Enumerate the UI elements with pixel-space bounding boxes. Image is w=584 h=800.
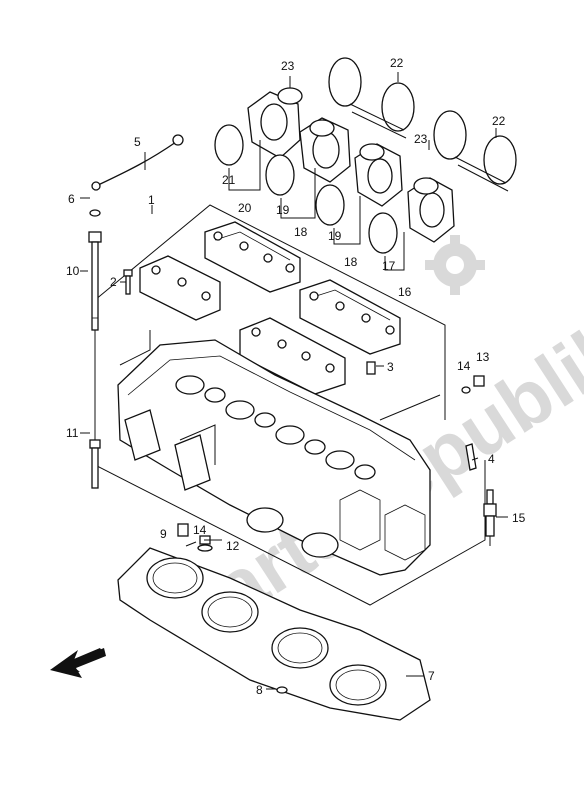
callout-5: 5 [134,135,141,149]
callout-11: 11 [66,426,79,440]
intake-holder-right [354,143,455,243]
callout-labels: 5 6 1 10 2 3 14 13 4 11 15 9 14 12 7 8 2… [66,56,526,697]
cam-holder-bolt [123,269,133,295]
callout-22-right: 22 [492,114,506,128]
callout-2: 2 [110,275,117,289]
cylinder-head-body [117,339,431,576]
callout-15: 15 [512,511,526,525]
camshaft-holder [204,221,401,395]
long-bolt [88,231,102,331]
clamp-right [433,110,517,192]
spark-plug [483,489,497,546]
dowel [177,523,189,537]
callout-10: 10 [66,264,80,278]
union-bolt [197,535,213,552]
callout-6: 6 [68,192,75,206]
callout-1: 1 [148,193,155,207]
callout-3: 3 [387,360,394,374]
callout-leaders [80,72,508,690]
arrow-down-left-icon [50,648,106,678]
plug [461,375,485,394]
callout-9: 9 [160,527,167,541]
callout-23-top: 23 [281,59,295,73]
callout-19-right: 19 [328,229,342,243]
callout-20: 20 [238,201,252,215]
callout-14-right: 14 [457,359,471,373]
callout-18-left: 18 [294,225,308,239]
clamp-left [328,57,415,139]
gear-icon [425,235,485,295]
head-gasket [117,547,431,721]
dowel-pin [366,361,376,375]
callout-4: 4 [488,452,495,466]
breather-hose [91,134,184,191]
cam-end-holder [139,255,221,321]
intake-holder-left [247,87,351,183]
callout-13: 13 [476,350,490,364]
callout-8: 8 [256,683,263,697]
callout-22-left: 22 [390,56,404,70]
callout-16: 16 [398,285,412,299]
o-rings [214,124,398,254]
callout-14-left: 14 [193,523,207,537]
callout-21: 21 [222,173,236,187]
washer [89,209,101,217]
head-bolt [89,439,101,489]
callout-19-left: 19 [276,203,290,217]
guide-pin [465,443,477,471]
callout-18-right: 18 [344,255,358,269]
callout-23-right: 23 [414,132,428,146]
gasket-washer [276,686,288,694]
leader-lines-frame [119,330,441,465]
callout-12: 12 [226,539,240,553]
callout-17: 17 [382,259,396,273]
callout-7: 7 [428,669,435,683]
